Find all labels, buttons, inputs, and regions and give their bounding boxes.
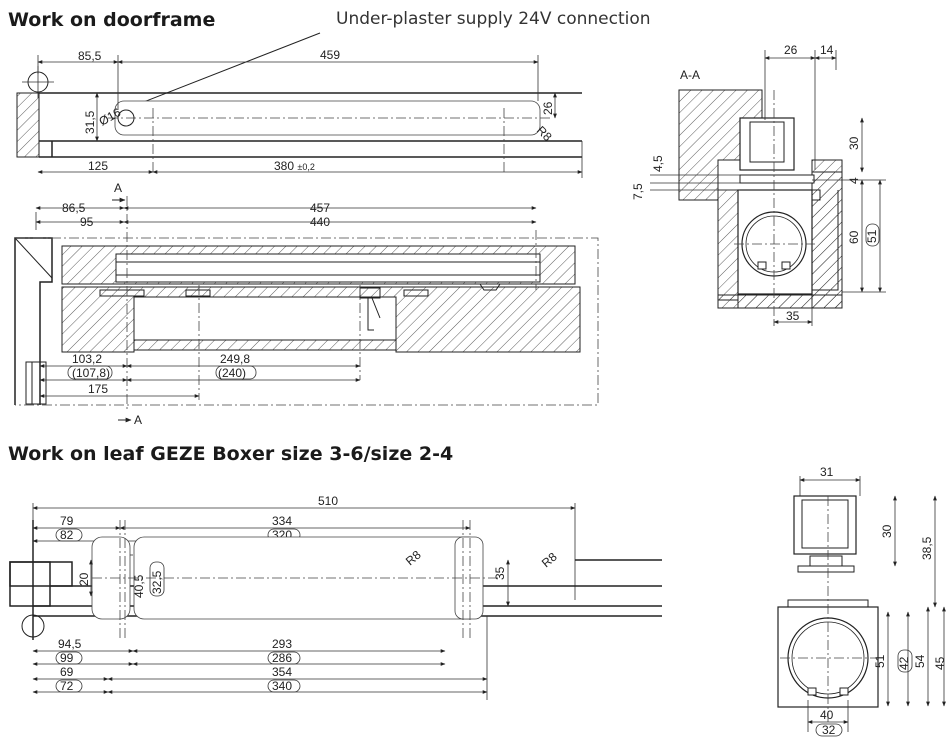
dim-440: 440	[310, 215, 330, 229]
dim-leaf-94-5: 94,5	[58, 637, 82, 651]
dim-ls-40: 40	[820, 708, 834, 722]
dim-175: 175	[88, 382, 108, 396]
callout-supply: Under-plaster supply 24V connection	[336, 9, 651, 29]
dim-aa-7-5: 7,5	[631, 183, 645, 200]
section-marker-top: A	[114, 181, 122, 195]
dim-leaf-286: 286	[272, 651, 292, 665]
dim-aa-60: 60	[847, 230, 861, 244]
dim-249-8: 249,8	[220, 352, 250, 366]
dim-86-5: 86,5	[62, 201, 86, 215]
dim-107-8: (107,8)	[72, 366, 110, 380]
dim-leaf-72: 72	[60, 679, 74, 693]
dim-aa-4: 4	[847, 177, 861, 184]
dim-85-5: 85,5	[78, 49, 102, 63]
dim-leaf-510: 510	[318, 494, 338, 508]
frame-section-hatch	[16, 92, 40, 158]
dim-95: 95	[80, 215, 94, 229]
dim-380: 380 ±0,2	[274, 159, 315, 173]
dim-aa-51: 51	[865, 229, 879, 243]
dim-459: 459	[320, 48, 340, 62]
dim-leaf-340: 340	[272, 679, 292, 693]
dim-ls-45: 45	[933, 656, 947, 670]
dim-ls-31: 31	[820, 465, 834, 479]
title-doorframe: Work on doorframe	[8, 9, 216, 31]
leaf-section-view: 31 30 38,5 51 42 54 45 40 32	[777, 465, 947, 737]
dim-leaf-69: 69	[60, 665, 74, 679]
dim-ls-51: 51	[873, 654, 887, 668]
dim-aa-14: 14	[820, 43, 834, 57]
section-marker-bottom: A	[134, 413, 142, 427]
dim-ls-42: 42	[897, 656, 911, 670]
dim-ls-32: 32	[822, 723, 836, 737]
dim-ls-38-5: 38,5	[920, 536, 934, 560]
dim-ls-30: 30	[880, 524, 894, 538]
dim-leaf-354: 354	[272, 665, 292, 679]
dim-leaf-20: 20	[77, 572, 91, 586]
callout-leader	[117, 32, 321, 113]
dim-aa-4-5: 4,5	[651, 155, 665, 172]
doorframe-top-view: 85,5 459 31,5 Ø16 26 R8 125 380 ±0,2	[16, 32, 583, 178]
title-leaf: Work on leaf GEZE Boxer size 3-6/size 2-…	[8, 443, 454, 465]
dim-leaf-32-5: 32,5	[150, 570, 164, 594]
dim-125: 125	[88, 159, 108, 173]
dim-aa-35: 35	[786, 309, 800, 323]
dim-leaf-99: 99	[60, 651, 74, 665]
dim-leaf-293: 293	[272, 637, 292, 651]
dim-leaf-82: 82	[60, 528, 74, 542]
section-label-aa: A-A	[680, 68, 700, 82]
dim-aa-30: 30	[847, 136, 861, 150]
dim-457: 457	[310, 201, 330, 215]
cable-hole	[117, 109, 135, 127]
dim-leaf-r8b: R8	[539, 550, 560, 571]
dim-31-5: 31,5	[83, 110, 97, 134]
dim-leaf-40-5: 40,5	[132, 574, 146, 598]
dim-leaf-79: 79	[60, 514, 74, 528]
section-a-a-view: A-A 26 14 30 4,5 7,5 4 60	[631, 43, 886, 326]
dim-aa-26: 26	[784, 43, 798, 57]
dim-26: 26	[541, 101, 555, 115]
dim-leaf-334: 334	[272, 514, 292, 528]
dim-ls-54: 54	[913, 654, 927, 668]
dim-103-2: 103,2	[72, 352, 102, 366]
dim-leaf-35: 35	[493, 566, 507, 580]
dim-240: (240)	[218, 366, 246, 380]
doorframe-front-view: A 86,5 95 457 440	[14, 181, 599, 427]
leaf-view: 510 79 82 334 320 9 9 20 40,5 32,5	[9, 494, 662, 700]
